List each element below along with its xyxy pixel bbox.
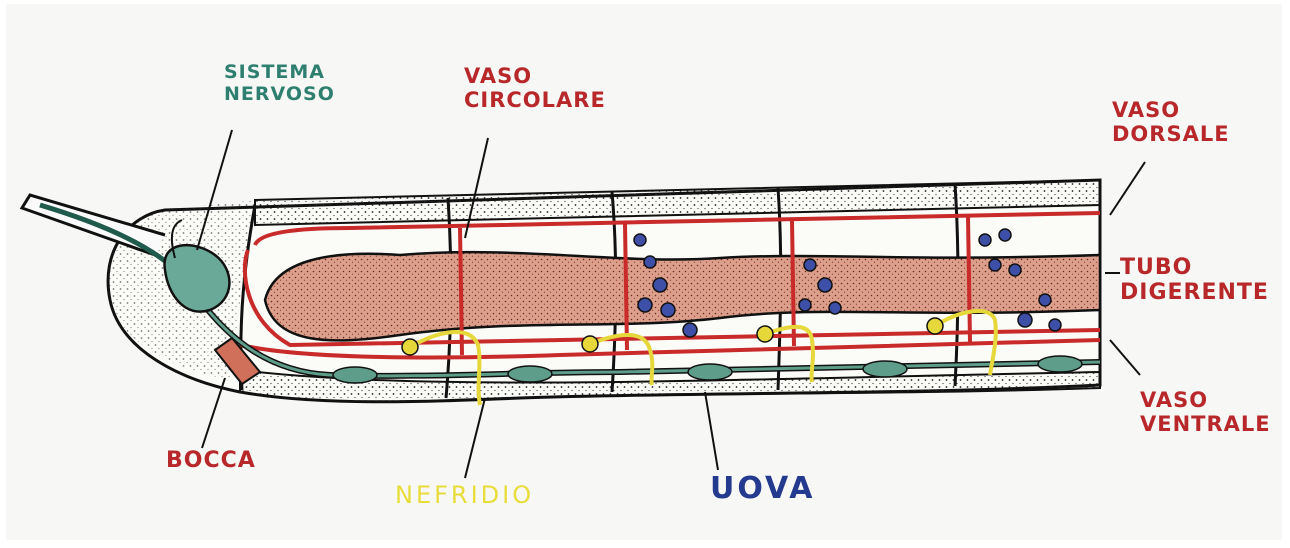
label-nefridio: NEFRIDIO	[395, 482, 534, 510]
label-vaso-circolare: VASO CIRCOLARE	[464, 64, 606, 112]
label-sistema-nervoso: SISTEMA NERVOSO	[224, 62, 335, 106]
label-vaso-dorsale: VASO DORSALE	[1112, 98, 1230, 146]
label-uova: UOVA	[710, 472, 815, 507]
label-vaso-ventrale: VASO VENTRALE	[1140, 388, 1271, 436]
label-bocca: BOCCA	[166, 448, 256, 473]
label-tubo-digerente: TUBO DIGERENTE	[1120, 255, 1269, 306]
